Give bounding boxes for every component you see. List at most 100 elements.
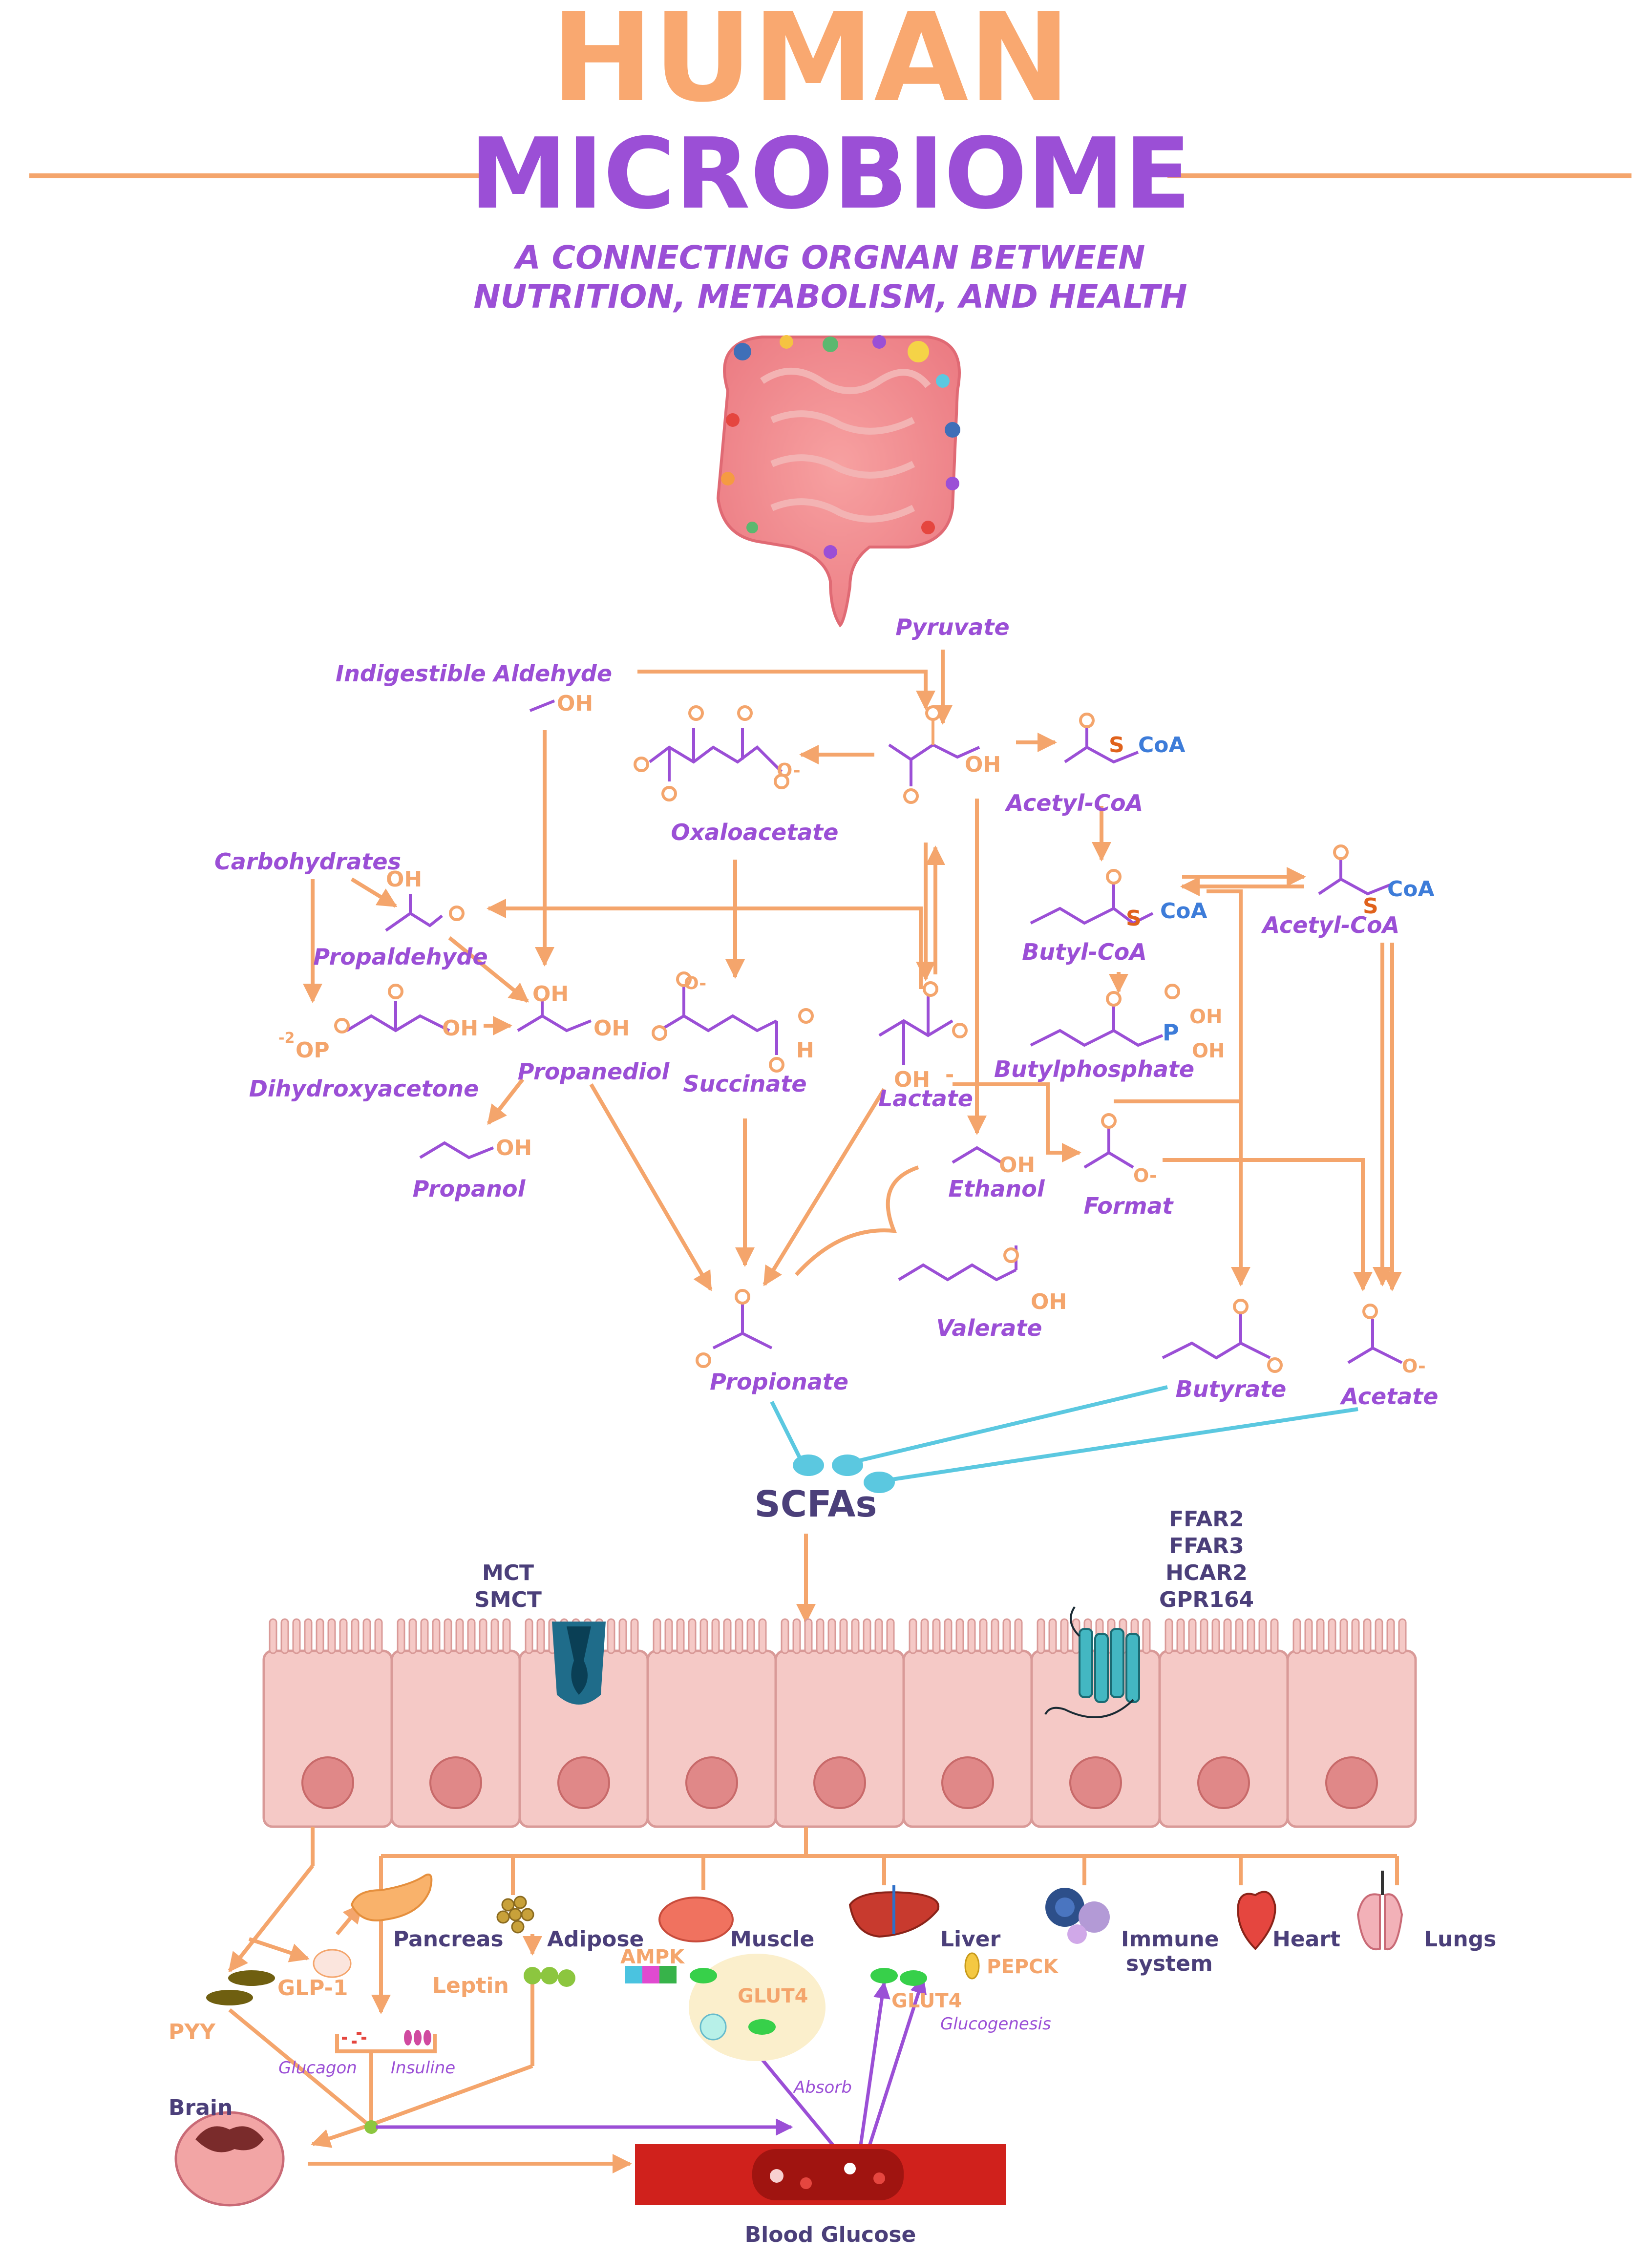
label-carbohydrates: Carbohydrates [214,848,401,875]
label-leptin: Leptin [432,1973,509,1998]
pancreas-icon [350,1874,433,1921]
oh-lactate: OH [894,1067,930,1092]
microvillus [1398,1618,1407,1654]
scfa-label: SCFAs [755,1483,877,1525]
microvillus [420,1618,429,1654]
epithelium [262,1618,1417,1828]
microvillus [816,1618,825,1654]
label-immune-2: system [1126,1951,1213,1976]
label-absorb: Absorb [793,2078,852,2097]
scfa-ovals [793,1455,895,1493]
label-insuline: Insuline [391,2058,455,2078]
microvillus [1188,1618,1197,1654]
glp1-cell [313,1949,352,1978]
mct-transporter-icon [552,1622,606,1705]
label-propanediol: Propanediol [518,1058,670,1085]
transporter-mct: MCT [482,1560,534,1585]
label-glut4-liver: GLUT4 [891,1990,962,2012]
cell-nucleus [813,1756,866,1809]
oh-propanol: OH [496,1136,532,1160]
microvillus [339,1618,348,1654]
o-minus-format: O- [1133,1165,1157,1186]
microvillus [525,1618,533,1654]
subtitle-line-2: NUTRITION, METABOLISM, AND HEALTH [473,278,1187,316]
microvillus [979,1618,988,1654]
microvillus [397,1618,405,1654]
glp1-oval [228,1970,275,1986]
cell-nucleus [557,1756,610,1809]
microvillus [804,1618,813,1654]
microvillus [1060,1618,1069,1654]
microvillus [827,1618,836,1654]
oh-propanediol-2: OH [593,1016,630,1041]
microvillus [292,1618,301,1654]
microvillus [735,1618,743,1654]
microvillus [874,1618,883,1654]
microvillus [1200,1618,1208,1654]
muscle-icon [658,1897,734,1942]
coa-acetyl: CoA [1138,733,1186,758]
microvillus [1339,1618,1348,1654]
metabolite-labels: Pyruvate Indigestible Aldehyde Oxaloacet… [214,614,1438,1410]
microvillus [909,1618,917,1654]
label-pepck: PEPCK [987,1956,1059,1978]
label-valerate: Valerate [936,1315,1042,1341]
label-brain: Brain [169,2095,233,2120]
microvillus [955,1618,964,1654]
microvillus [479,1618,487,1654]
microvillus [723,1618,732,1654]
microvillus [362,1618,371,1654]
cell-nucleus [429,1756,482,1809]
microvillus [1037,1618,1045,1654]
oxygen-atoms [334,705,1378,1373]
label-aldehyde: Indigestible Aldehyde [336,660,612,687]
label-glucagon: Glucagon [278,2058,357,2078]
microvillus [1258,1618,1267,1654]
lungs-icon [1356,1871,1403,1951]
microvillus [676,1618,685,1654]
o-minus-acetate: O- [1402,1355,1426,1377]
microvillus [444,1618,452,1654]
microvillus [967,1618,976,1654]
microvillus [1386,1618,1395,1654]
label-acetate: Acetate [1340,1383,1439,1410]
gpcr-receptor-icon [1044,1606,1140,1718]
microvillus [653,1618,661,1654]
brain-icon [174,2111,285,2207]
microvillus [863,1618,871,1654]
label-glucogenesis: Glucogenesis [940,2014,1051,2034]
microvillus [1328,1618,1336,1654]
microvillus [991,1618,999,1654]
oh-ethanol: OH [999,1153,1035,1178]
microvillus [1316,1618,1325,1654]
microvillus [1002,1618,1011,1654]
label-heart: Heart [1272,1927,1340,1952]
microvillus [1270,1618,1279,1654]
organ-labels: Pancreas Adipose Muscle Liver Immune sys… [169,1927,1496,2247]
label-butyrate: Butyrate [1176,1376,1287,1402]
cell-nucleus [1069,1756,1122,1809]
microvillus [1375,1618,1383,1654]
label-blood-glucose: Blood Glucose [745,2222,916,2247]
microvillus [711,1618,720,1654]
hormone-labels: PYY GLP-1 Leptin AMPK GLUT4 GLUT4 PEPCK … [169,1946,1059,2097]
minus2-dha: -2 [278,1030,295,1047]
label-ampk: AMPK [620,1946,685,1968]
oh-propaldehyde: OH [386,867,422,892]
label-butyl-coa: Butyl-CoA [1022,939,1147,965]
pathway-arrows [303,650,1402,1623]
subtitle-line-1: A CONNECTING ORGNAN BETWEEN [513,239,1145,276]
heart-icon [1237,1891,1276,1950]
microvillus [327,1618,336,1654]
microvillus [1235,1618,1244,1654]
coa-acetyl-2: CoA [1387,877,1435,902]
coa-butyl: CoA [1160,899,1207,924]
microvillus [932,1618,941,1654]
s-acetyl: S [1109,733,1124,758]
o-minus-succinate: O- [684,973,706,993]
microvillus [1165,1618,1173,1654]
p-butylphosphate: P [1163,1019,1179,1046]
label-lungs: Lungs [1424,1927,1496,1952]
microvillus [886,1618,895,1654]
